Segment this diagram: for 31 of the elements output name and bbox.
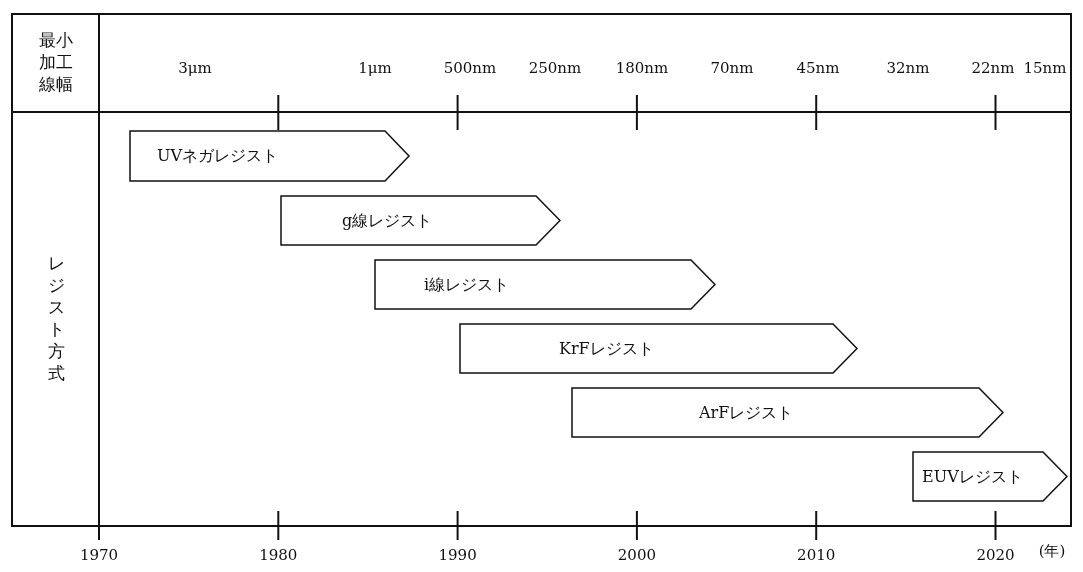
linewidth-label: 500nm: [443, 59, 497, 77]
resist-label: EUVレジスト: [922, 466, 1023, 487]
year-label: 2000: [617, 546, 656, 564]
unit-label: (年): [1038, 541, 1066, 561]
year-label: 1970: [79, 546, 119, 564]
row-header: 最小加工線幅: [38, 29, 74, 95]
linewidth-label: 1μm: [358, 59, 392, 77]
arrow-bar: [129, 130, 410, 182]
year-label: 2010: [797, 546, 836, 564]
linewidth-label: 32nm: [886, 59, 930, 77]
row-header: レジスト方式: [47, 252, 65, 384]
resist-label: ArFレジスト: [699, 402, 794, 423]
arrow-bar: [912, 451, 1068, 502]
resist-label: KrFレジスト: [559, 338, 654, 359]
year-label: 1990: [438, 546, 477, 564]
linewidth-label: 70nm: [710, 59, 754, 77]
resist-label: g線レジスト: [342, 210, 433, 231]
year-label: 1980: [259, 546, 298, 564]
resist-label: i線レジスト: [424, 274, 510, 295]
linewidth-label: 3μm: [178, 59, 212, 77]
year-label: 2020: [976, 546, 1015, 564]
linewidth-label: 22nm: [971, 59, 1015, 77]
arrow-bar: [459, 323, 858, 374]
linewidth-label: 250nm: [528, 59, 582, 77]
arrow-bar: [280, 195, 561, 246]
resist-label: UVネガレジスト: [157, 145, 279, 167]
linewidth-label: 180nm: [615, 59, 669, 77]
linewidth-label: 15nm: [1023, 59, 1067, 77]
arrow-bar: [374, 259, 716, 310]
linewidth-label: 45nm: [796, 59, 840, 77]
arrow-bar: [571, 387, 1004, 438]
